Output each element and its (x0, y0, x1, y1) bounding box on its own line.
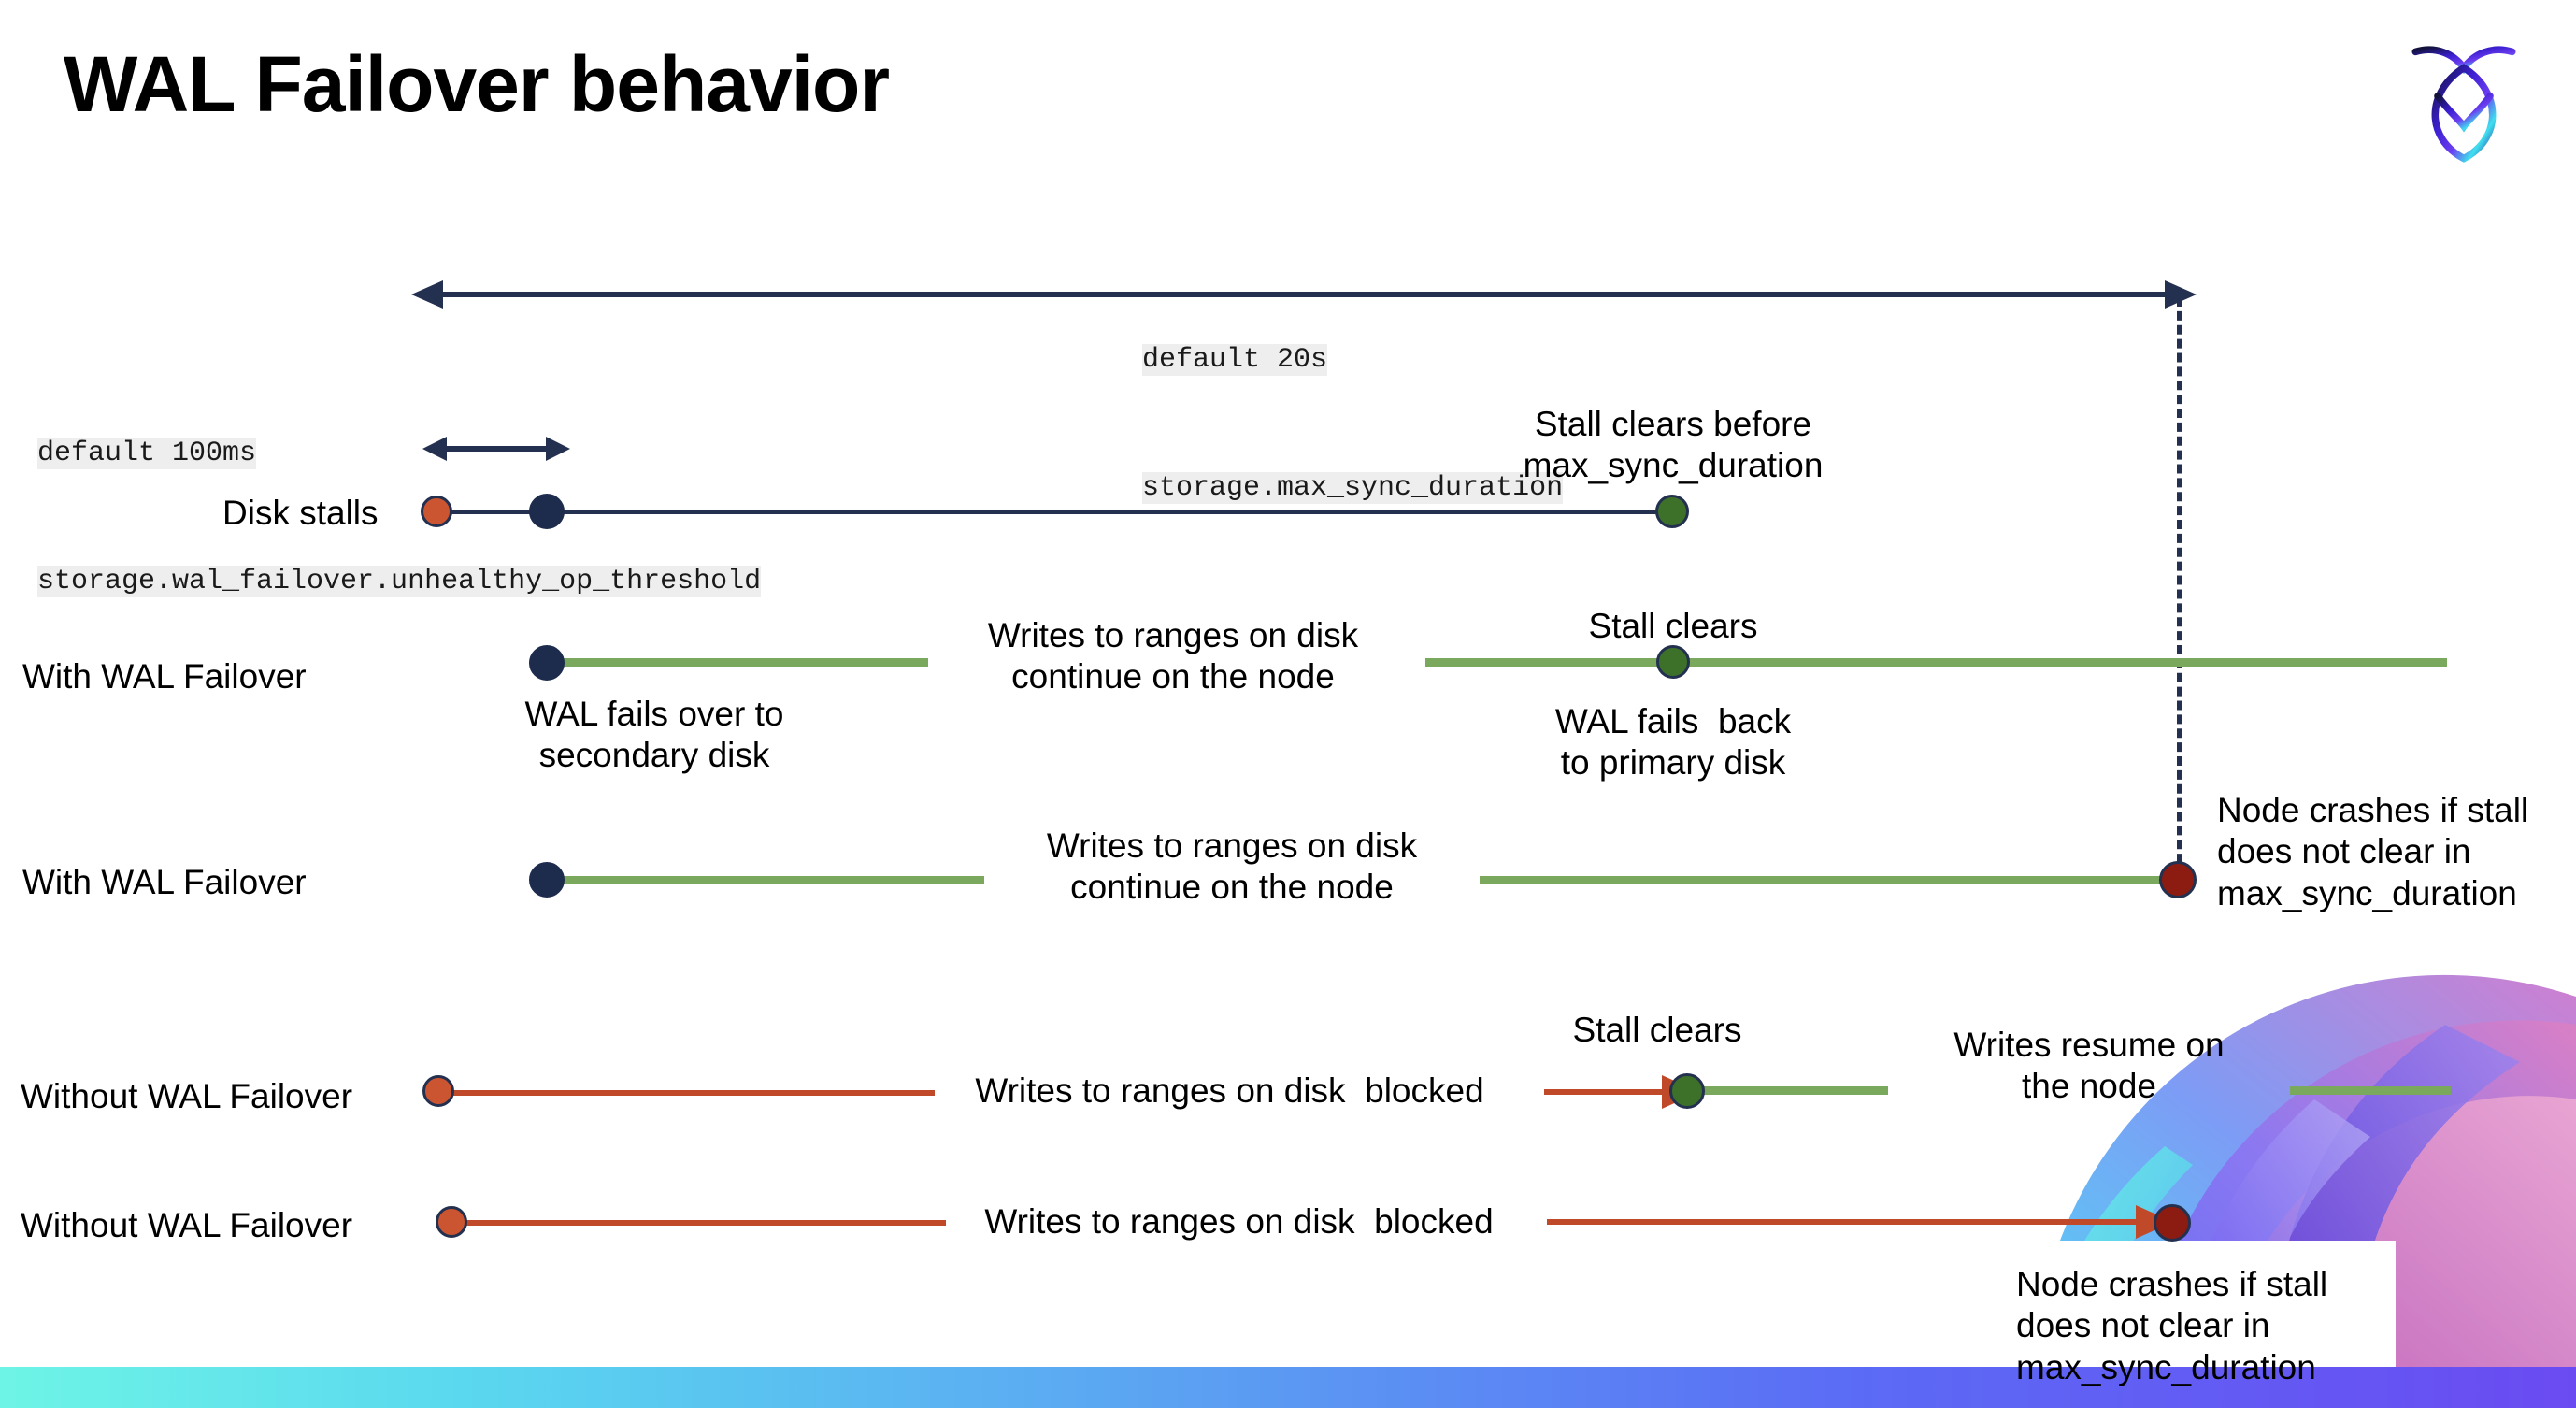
max-sync-duration-name: storage.max_sync_duration (1142, 471, 1564, 504)
max-sync-duration-setting: default 20s storage.max_sync_duration (1142, 254, 1564, 596)
bottom-gradient-bar (0, 1367, 2576, 1408)
annotation-writes-continue-1: Writes to ranges on disk continue on the… (987, 616, 1359, 697)
annotation-node-crashes-2: Node crashes if stall does not clear in … (2016, 1265, 2328, 1386)
annotation-wal-fails-over: WAL fails over to secondary disk (524, 695, 784, 775)
with-failover-1-segment-left (547, 658, 928, 667)
row-label-without-wal-failover-1: Without WAL Failover (21, 1077, 353, 1115)
with-failover-2-segment-left (547, 876, 984, 884)
annotation-writes-resume: Writes resume on the node (1953, 1026, 2225, 1106)
annotation-stall-clears-2: Stall clears (1572, 1011, 1742, 1049)
with-failover-2-start-dot (529, 862, 565, 898)
row-label-disk-stalls: Disk stalls (222, 494, 379, 532)
max-sync-duration-dropline (2177, 297, 2182, 877)
without-failover-1-blocked-left (444, 1090, 935, 1096)
without-failover-1-resume-segment (1694, 1086, 1888, 1095)
max-sync-duration-default: default 20s (1142, 344, 1328, 377)
row-label-with-wal-failover-2: With WAL Failover (22, 863, 307, 901)
row-label-without-wal-failover-2: Without WAL Failover (21, 1206, 353, 1244)
with-failover-2-crash-dot (2159, 861, 2197, 898)
annotation-wal-fails-back: WAL fails back to primary disk (1554, 702, 1792, 783)
unhealthy-op-threshold-default: default 100ms (37, 438, 257, 470)
with-failover-1-segment-right (1425, 658, 2447, 667)
row-label-with-wal-failover-1: With WAL Failover (22, 657, 307, 696)
without-failover-1-resume-segment-right (2290, 1086, 2451, 1095)
annotation-writes-blocked-1: Writes to ranges on disk blocked (975, 1071, 1484, 1110)
disk-stalls-timeline (437, 510, 1671, 514)
annotation-stall-clears-1: Stall clears (1588, 607, 1758, 645)
without-failover-2-stall-start-dot (436, 1206, 467, 1238)
max-sync-duration-span-arrow (411, 280, 2197, 309)
without-failover-2-blocked-arrow (1547, 1205, 2173, 1239)
unhealthy-op-threshold-span-arrow (422, 437, 570, 461)
unhealthy-op-threshold-setting: default 100ms storage.wal_failover.unhea… (37, 348, 762, 689)
page-title: WAL Failover behavior (64, 40, 890, 128)
without-failover-2-blocked-left (455, 1220, 946, 1226)
disk-stall-start-dot (421, 496, 452, 527)
annotation-writes-blocked-2: Writes to ranges on disk blocked (984, 1202, 1494, 1241)
without-failover-1-stall-clears-dot (1669, 1073, 1705, 1109)
with-failover-1-stall-clears-dot (1656, 645, 1690, 679)
without-failover-1-stall-start-dot (422, 1075, 454, 1107)
wal-failover-trigger-dot (529, 494, 565, 529)
with-failover-2-segment-right (1480, 876, 2181, 884)
without-failover-2-crash-dot (2154, 1204, 2191, 1242)
unhealthy-op-threshold-name: storage.wal_failover.unhealthy_op_thresh… (37, 565, 762, 597)
cockroachdb-logo-icon (2398, 34, 2529, 165)
annotation-node-crashes-1: Node crashes if stall does not clear in … (2217, 791, 2529, 912)
disk-stall-clears-dot (1655, 495, 1689, 528)
annotation-stall-clears-before-max-sync: Stall clears before max_sync_duration (1523, 405, 1824, 485)
with-failover-1-start-dot (529, 645, 565, 681)
annotation-writes-continue-2: Writes to ranges on disk continue on the… (1046, 826, 1418, 907)
